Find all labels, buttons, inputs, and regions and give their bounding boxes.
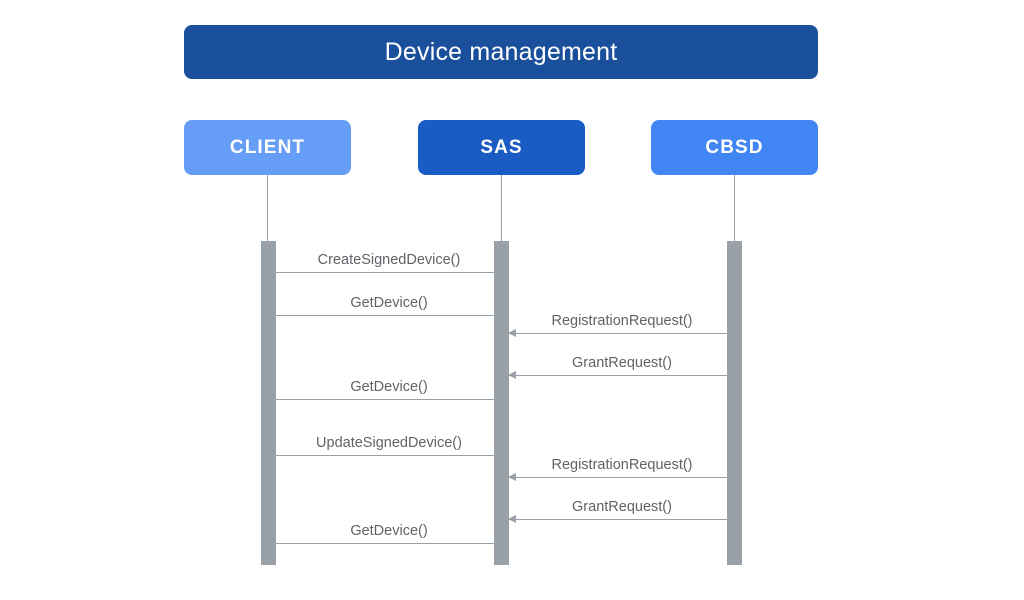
diagram-title-bar: Device management	[184, 25, 818, 79]
message-label: GetDevice()	[350, 379, 428, 395]
activation-bar-cbsd	[727, 241, 742, 565]
message-label: GetDevice()	[350, 523, 428, 539]
participant-label-client: CLIENT	[229, 136, 306, 158]
message-label: RegistrationRequest()	[551, 313, 693, 329]
message-line	[509, 375, 735, 376]
message-line	[276, 543, 502, 544]
message-arrow: GetDevice()	[276, 295, 503, 319]
message-label: GrantRequest()	[572, 499, 672, 515]
message-label: GetDevice()	[350, 295, 428, 311]
message-arrow: GetDevice()	[276, 523, 503, 547]
activation-bar-sas	[494, 241, 509, 565]
message-arrow: GrantRequest()	[508, 355, 735, 379]
participant-header-cbsd[interactable]: CBSD	[651, 120, 818, 175]
arrowhead-icon	[508, 329, 516, 337]
message-line	[276, 455, 502, 456]
message-arrow: GrantRequest()	[508, 499, 735, 523]
message-label: CreateSignedDevice()	[317, 252, 461, 268]
message-arrow: RegistrationRequest()	[508, 457, 735, 481]
message-line	[276, 272, 502, 273]
arrowhead-icon	[508, 473, 516, 481]
message-label: UpdateSignedDevice()	[316, 435, 462, 451]
message-arrow: UpdateSignedDevice()	[276, 435, 503, 459]
lifeline-cbsd	[734, 175, 735, 241]
message-label: GrantRequest()	[572, 355, 672, 371]
message-line	[509, 477, 735, 478]
participant-label-sas: SAS	[480, 136, 523, 158]
message-label: RegistrationRequest()	[551, 457, 693, 473]
arrowhead-icon	[495, 311, 503, 319]
activation-bar-client	[261, 241, 276, 565]
arrowhead-icon	[495, 395, 503, 403]
page-title: Device management	[384, 37, 618, 66]
message-arrow: RegistrationRequest()	[508, 313, 735, 337]
arrowhead-icon	[508, 515, 516, 523]
arrowhead-icon	[495, 539, 503, 547]
participant-header-sas[interactable]: SAS	[418, 120, 585, 175]
message-line	[276, 399, 502, 400]
lifeline-client	[267, 175, 268, 241]
message-arrow: GetDevice()	[276, 379, 503, 403]
message-line	[509, 333, 735, 334]
arrowhead-icon	[495, 451, 503, 459]
arrowhead-icon	[508, 371, 516, 379]
message-line	[276, 315, 502, 316]
participant-label-cbsd: CBSD	[705, 136, 764, 158]
message-line	[509, 519, 735, 520]
message-arrow: CreateSignedDevice()	[276, 252, 503, 276]
arrowhead-icon	[495, 268, 503, 276]
lifeline-sas	[501, 175, 502, 241]
participant-header-client[interactable]: CLIENT	[184, 120, 351, 175]
